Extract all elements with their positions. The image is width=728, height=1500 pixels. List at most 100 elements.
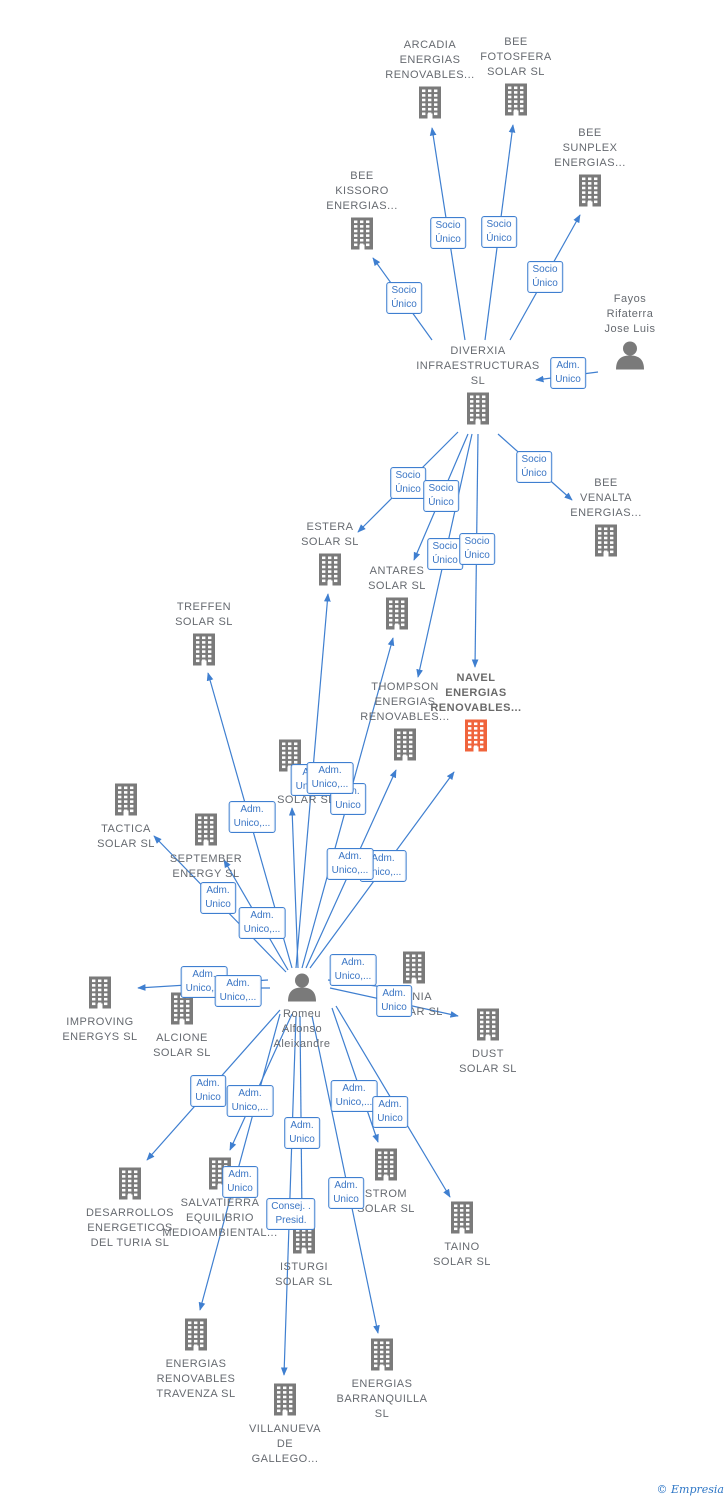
sunplex-label[interactable]: BEE SUNPLEX ENERGIAS... [554, 127, 626, 169]
edge-label-diverxia-antares[interactable]: Socio Único [423, 480, 459, 512]
building-icon [419, 86, 441, 119]
edge-label-fayos-diverxia[interactable]: Adm. Unico [550, 357, 586, 389]
venalta-node[interactable] [593, 524, 619, 563]
desarrollos-label[interactable]: DESARROLLOS ENERGETICOS DEL TURIA SL [85, 1207, 175, 1249]
edge-label-romeu-salvatierra[interactable]: Adm. Unico,... [226, 1085, 274, 1117]
alcione-node[interactable] [169, 992, 195, 1031]
arcadia-node[interactable] [417, 86, 443, 125]
salvatierra-label[interactable]: SALVATIERRA EQUILIBRIO MEDIOAMBIENTAL... [162, 1197, 278, 1239]
person-icon [288, 973, 316, 1002]
building-icon [371, 1338, 393, 1371]
taino-label[interactable]: TAINO SOLAR SL [433, 1241, 491, 1268]
alcione-label[interactable]: ALCIONE SOLAR SL [153, 1032, 211, 1059]
thompson-node[interactable] [392, 728, 418, 767]
dust-label[interactable]: DUST SOLAR SL [459, 1048, 517, 1075]
estera-node[interactable] [317, 553, 343, 592]
building-icon [465, 719, 487, 752]
fayos-node[interactable] [615, 340, 645, 375]
venalta-label[interactable]: BEE VENALTA ENERGIAS... [570, 477, 642, 519]
edge-label-romeu-desarrollos[interactable]: Adm. Unico [190, 1075, 226, 1107]
building-icon [185, 1318, 207, 1351]
edge-label-diverxia-venalta[interactable]: Socio Único [516, 451, 552, 483]
edge-label-diverxia-thompson[interactable]: Socio Único [427, 538, 463, 570]
edge-label-romeu-september[interactable]: Adm. Unico,... [238, 907, 286, 939]
strom-node[interactable] [373, 1148, 399, 1187]
kissoro-label[interactable]: BEE KISSORO ENERGIAS... [326, 170, 398, 212]
sunplex-node[interactable] [577, 174, 603, 213]
edge-label-romeu-tactica[interactable]: Adm. Unico [200, 882, 236, 914]
edge-romeu-salvatierra [229, 1013, 293, 1151]
taino-node[interactable] [449, 1201, 475, 1240]
edge-label-romeu-antares[interactable]: Adm. Unico,... [306, 762, 354, 794]
edge-label-romeu-barranquilla[interactable]: Adm. Unico [328, 1177, 364, 1209]
antares-node[interactable] [384, 597, 410, 636]
improving-node[interactable] [87, 976, 113, 1015]
fotosfera-node[interactable] [503, 83, 529, 122]
romeu-label[interactable]: Romeu Alfonso Aleixandre [273, 1008, 331, 1050]
building-icon [375, 1148, 397, 1181]
edge-label-diverxia-sunplex[interactable]: Socio Único [527, 261, 563, 293]
footer-brand: © Empresia [657, 1483, 725, 1496]
isturgi-label[interactable]: ISTURGI SOLAR SL [275, 1261, 333, 1288]
edge-label-diverxia-navel[interactable]: Socio Único [459, 533, 495, 565]
travenza-label[interactable]: ENERGIAS RENOVABLES TRAVENZA SL [156, 1358, 236, 1400]
treffen-label[interactable]: TREFFEN SOLAR SL [175, 601, 233, 628]
edge-label-diverxia-arcadia[interactable]: Socio Único [430, 217, 466, 249]
edge-label-romeu-navel[interactable]: Adm. Unico,... [326, 848, 374, 880]
desarrollos-node[interactable] [117, 1167, 143, 1206]
romeu-node[interactable] [287, 972, 317, 1007]
tactica-label[interactable]: TACTICA SOLAR SL [97, 823, 155, 850]
building-icon [451, 1201, 473, 1234]
treffen-node[interactable] [191, 633, 217, 672]
travenza-node[interactable] [183, 1318, 209, 1357]
da-node[interactable] [277, 739, 303, 778]
edge-romeu-travenza [198, 1013, 281, 1311]
edge-romeu-strom [331, 1007, 379, 1143]
edge-label-romeu-villanueva[interactable]: Consej. . Presid. [266, 1198, 316, 1230]
villanueva-label[interactable]: VILLANUEVA DE GALLEGO... [248, 1423, 322, 1465]
estera-label[interactable]: ESTERA SOLAR SL [301, 521, 359, 548]
building-icon [579, 174, 601, 207]
copyright-symbol: © [656, 1483, 668, 1496]
antares-label[interactable]: ANTARES SOLAR SL [368, 565, 426, 592]
edge-label-romeu-ennia[interactable]: Adm. Unico,... [329, 954, 377, 986]
edge-label-diverxia-estera[interactable]: Socio Único [390, 467, 426, 499]
edge-label-romeu-isturgi[interactable]: Adm. Unico [284, 1117, 320, 1149]
barranquilla-node[interactable] [369, 1338, 395, 1377]
building-icon [115, 783, 137, 816]
building-icon [279, 739, 301, 772]
navel-label[interactable]: NAVEL ENERGIAS RENOVABLES... [430, 672, 522, 714]
edge-romeu-villanueva [280, 1015, 297, 1376]
building-icon [274, 1383, 296, 1416]
arcadia-label[interactable]: ARCADIA ENERGIAS RENOVABLES... [385, 39, 475, 81]
edge-label-romeu-dust[interactable]: Adm. Unico [376, 985, 412, 1017]
building-icon [351, 217, 373, 250]
edge-label-romeu-strom[interactable]: Adm. Unico,... [330, 1080, 378, 1112]
edge-label-romeu-travenza[interactable]: Adm. Unico [222, 1166, 258, 1198]
edge-label-romeu-treffen[interactable]: Adm. Unico,... [228, 801, 276, 833]
building-icon [403, 951, 425, 984]
tactica-node[interactable] [113, 783, 139, 822]
edge-label-diverxia-kissoro[interactable]: Socio Único [386, 282, 422, 314]
building-icon [319, 553, 341, 586]
september-label[interactable]: SEPTEMBER ENERGY SL [169, 853, 243, 880]
edge-label-romeu-alcione[interactable]: Adm. Unico,... [214, 975, 262, 1007]
diverxia-node[interactable] [465, 392, 491, 431]
barranquilla-label[interactable]: ENERGIAS BARRANQUILLA SL [336, 1378, 428, 1420]
thompson-label[interactable]: THOMPSON ENERGIAS RENOVABLES... [360, 681, 450, 723]
ennia-node[interactable] [401, 951, 427, 990]
fotosfera-label[interactable]: BEE FOTOSFERA SOLAR SL [480, 36, 552, 78]
villanueva-node[interactable] [272, 1383, 298, 1422]
september-node[interactable] [193, 813, 219, 852]
improving-label[interactable]: IMPROVING ENERGYS SL [62, 1016, 138, 1043]
navel-node[interactable] [463, 719, 489, 758]
edge-romeu-da [288, 807, 299, 969]
fayos-label[interactable]: Fayos Rifaterra Jose Luis [604, 293, 656, 335]
edge-label-romeu-taino[interactable]: Adm. Unico [372, 1096, 408, 1128]
edge-label-diverxia-fotosfera[interactable]: Socio Único [481, 216, 517, 248]
building-icon [386, 597, 408, 630]
kissoro-node[interactable] [349, 217, 375, 256]
strom-label[interactable]: STROM SOLAR SL [357, 1188, 415, 1215]
dust-node[interactable] [475, 1008, 501, 1047]
diverxia-label[interactable]: DIVERXIA INFRAESTRUCTURAS SL [416, 345, 540, 387]
